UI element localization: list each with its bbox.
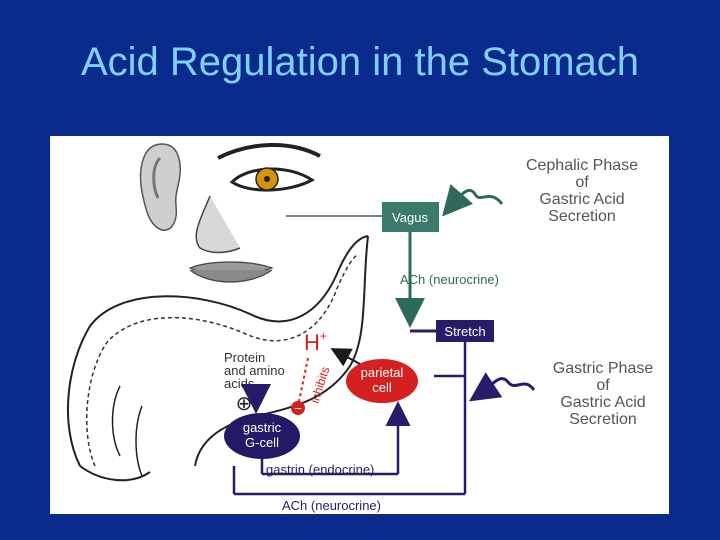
gcell-label-line2: G-cell xyxy=(245,435,279,450)
diagram-panel: Vagus ACh (neurocrine) Cephalic Phase of… xyxy=(50,136,669,514)
svg-text:−: − xyxy=(294,401,302,416)
hplus-label: H+ xyxy=(304,329,327,355)
stretch-box: Stretch xyxy=(436,320,494,342)
parietal-label-line1: parietal xyxy=(361,365,404,380)
svg-text:acids: acids xyxy=(224,376,255,391)
gastric-phase-label: Gastric Phase of Gastric Acid Secretion xyxy=(553,360,654,428)
diagram-svg: Vagus ACh (neurocrine) Cephalic Phase of… xyxy=(67,142,654,513)
svg-text:Protein: Protein xyxy=(224,350,265,365)
parietal-cell: parietal cell xyxy=(346,359,418,403)
slide-title: Acid Regulation in the Stomach xyxy=(80,40,640,84)
parietal-label-line2: cell xyxy=(372,380,392,395)
gastric-squiggle-arrow xyxy=(469,372,536,402)
svg-text:and amino: and amino xyxy=(224,363,285,378)
svg-text:of: of xyxy=(575,174,589,191)
svg-text:Gastric Phase: Gastric Phase xyxy=(553,360,654,377)
cephalic-phase-label: Cephalic Phase of Gastric Acid Secretion xyxy=(526,157,638,225)
gcell-label-line1: gastric xyxy=(243,420,282,435)
svg-text:Secretion: Secretion xyxy=(569,411,637,428)
cephalic-squiggle-arrow xyxy=(442,184,504,217)
protein-label: Protein and amino acids xyxy=(224,350,285,391)
stomach-outline xyxy=(67,235,369,482)
plus-icon: ⊕ xyxy=(236,393,253,415)
g-cell: gastric G-cell xyxy=(224,413,300,459)
ach-top-label: ACh (neurocrine) xyxy=(400,272,499,287)
parietal-to-hplus-arrow xyxy=(330,348,361,367)
gastrin-label: gastrin (endocrine) xyxy=(266,462,374,477)
nose-icon xyxy=(195,195,241,254)
vagus-box: Vagus xyxy=(382,202,439,232)
inhibit-dashed-arrow xyxy=(297,357,309,407)
ach-bottom-label: ACh (neurocrine) xyxy=(282,498,381,513)
svg-text:Cephalic Phase: Cephalic Phase xyxy=(526,157,638,174)
inhibits-label: inhibits xyxy=(308,365,333,405)
svg-text:Secretion: Secretion xyxy=(548,208,616,225)
svg-text:of: of xyxy=(596,377,610,394)
eye-icon xyxy=(217,142,321,192)
minus-icon xyxy=(291,401,305,415)
svg-text:Gastric Acid: Gastric Acid xyxy=(539,191,624,208)
ear-icon xyxy=(139,143,182,231)
mouth-icon xyxy=(188,261,274,283)
vagus-label: Vagus xyxy=(392,210,428,225)
stretch-label: Stretch xyxy=(444,324,485,339)
svg-text:Gastric Acid: Gastric Acid xyxy=(560,394,645,411)
